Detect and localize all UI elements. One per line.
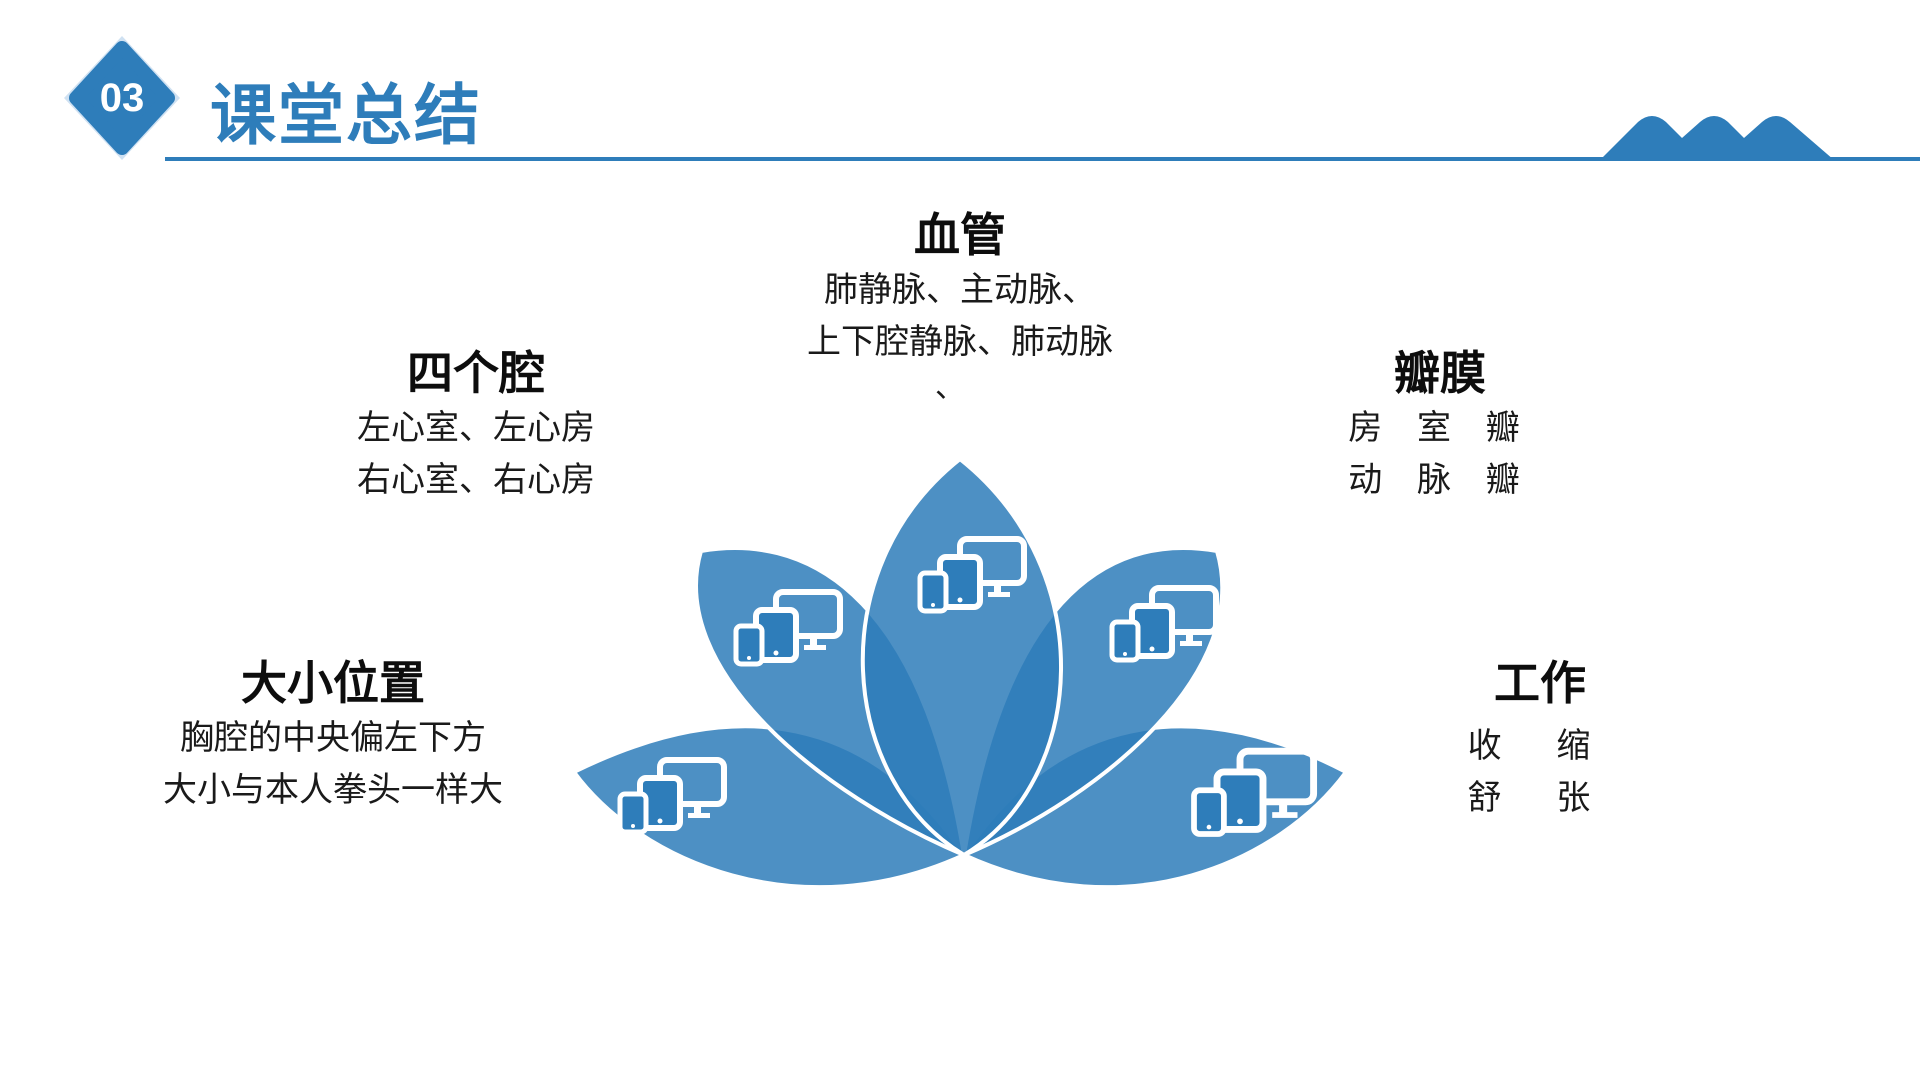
topic-position-heading: 大小位置 [241,656,425,710]
topic-position-line-2: 大小与本人拳头一样大 [163,770,503,810]
topic-position: 大小位置 胸腔的中央偏左下方 大小与本人拳头一样大 [150,654,516,816]
topic-vessels: 血管 肺静脉、主动脉、 上下腔静脉、肺动脉 、 [760,206,1160,408]
topic-work-heading: 工作 [1494,656,1586,710]
topic-vessels-line-2: 上下腔静脉、肺动脉 [807,322,1113,362]
topic-work-line-1: 收 缩 [1467,726,1613,766]
topic-work: 工作 收 缩 舒 张 [1460,654,1620,824]
topic-vessels-heading: 血管 [914,208,1006,262]
page-title: 课堂总结 [210,77,482,154]
topic-chambers: 四个腔 左心室、左心房 右心室、右心房 [326,344,626,506]
topic-vessels-trailing-mark: 、 [935,370,965,405]
topic-chambers-line-2: 右心室、右心房 [357,460,595,500]
topic-vessels-line-1: 肺静脉、主动脉、 [824,270,1096,310]
petal-center [860,456,1063,858]
topic-work-line-2: 舒 张 [1467,778,1613,818]
topic-chambers-line-1: 左心室、左心房 [357,408,595,448]
topic-valves-line-1: 房 室 瓣 [1348,408,1532,448]
topic-valves: 瓣膜 房 室 瓣 动 脉 瓣 [1340,344,1540,506]
header-rule [165,157,1920,161]
section-number: 03 [99,76,145,120]
mountain-icon [1600,116,1834,160]
section-badge [64,36,180,160]
topic-chambers-heading: 四个腔 [407,346,545,400]
topic-position-line-1: 胸腔的中央偏左下方 [180,718,486,758]
topic-valves-heading: 瓣膜 [1394,346,1486,400]
topic-valves-line-2: 动 脉 瓣 [1348,460,1532,500]
